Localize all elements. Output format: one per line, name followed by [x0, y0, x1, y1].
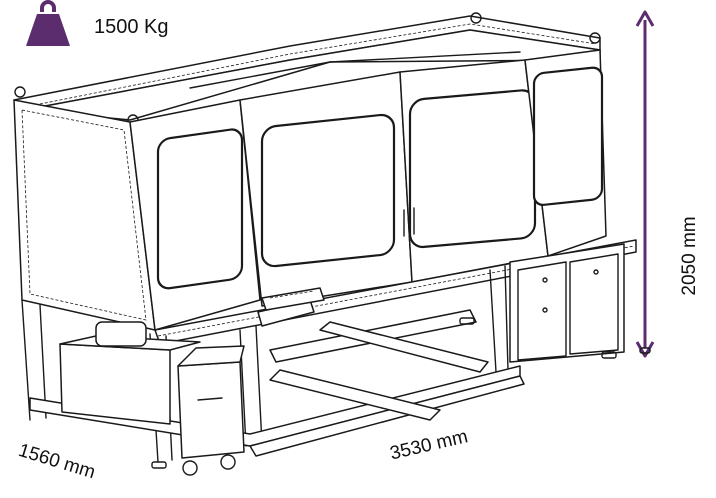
height-dimension-arrow [635, 10, 655, 358]
right-side-panel [524, 49, 607, 257]
control-panel [261, 287, 325, 311]
height-label: 2050 mm [679, 216, 700, 296]
lower-right-cabinet [509, 243, 625, 363]
weight-icon [26, 0, 70, 46]
center-right-door [399, 59, 549, 283]
left-door-panel [129, 99, 261, 331]
weight-label: 1500 Kg [94, 16, 169, 38]
leveling-feet [151, 317, 651, 469]
machine-roof [13, 15, 601, 121]
center-left-door [239, 71, 413, 307]
left-tank [59, 321, 201, 425]
chip-bin-cart [177, 345, 245, 476]
